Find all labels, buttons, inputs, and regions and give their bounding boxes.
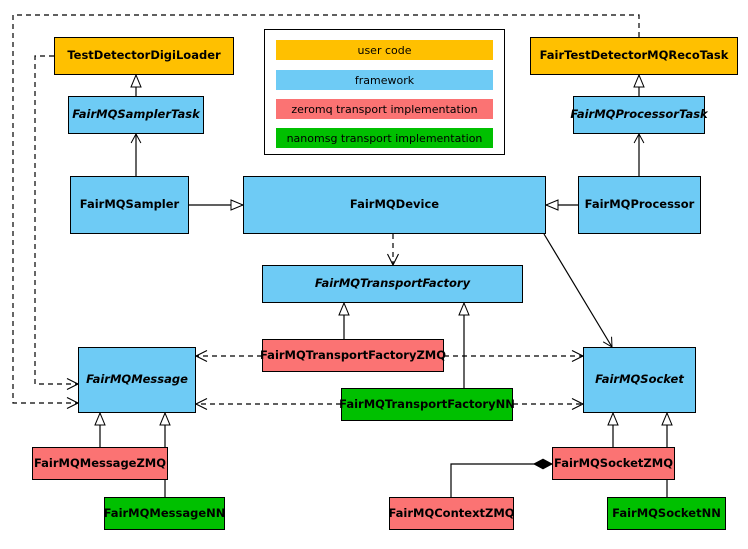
- class-node-fairmqcontextzmq[interactable]: FairMQContextZMQ: [388, 497, 515, 530]
- class-node-fairmqsampler[interactable]: FairMQSampler: [70, 176, 189, 234]
- legend: user code framework zeromq transport imp…: [264, 29, 505, 155]
- class-node-fairmqprocessor[interactable]: FairMQProcessor: [578, 176, 701, 234]
- legend-item-framework: framework: [276, 70, 493, 90]
- edge-device-socket: [543, 233, 612, 347]
- legend-item-zeromq: zeromq transport implementation: [276, 99, 493, 119]
- legend-item-user-code: user code: [276, 40, 493, 60]
- class-node-fairmqsamplertask[interactable]: FairMQSamplerTask: [68, 96, 204, 134]
- edge-digiloader-message: [34, 55, 78, 384]
- class-node-fairmqprocessortask[interactable]: FairMQProcessorTask: [570, 96, 708, 134]
- class-node-fairmqdevice[interactable]: FairMQDevice: [243, 176, 546, 234]
- class-node-fairmqmessagezmq[interactable]: FairMQMessageZMQ: [32, 447, 168, 480]
- class-node-fairtestdetectormqrecotask[interactable]: FairTestDetectorMQRecoTask: [530, 37, 738, 75]
- class-node-fairmqtransportfactorynn[interactable]: FairMQTransportFactoryNN: [339, 388, 515, 421]
- class-node-fairmqtransportfactory[interactable]: FairMQTransportFactory: [262, 265, 523, 303]
- class-node-testdetectordigiloader[interactable]: TestDetectorDigiLoader: [54, 37, 234, 75]
- legend-item-nanomsg: nanomsg transport implementation: [276, 128, 493, 148]
- class-node-fairmqmessage[interactable]: FairMQMessage: [78, 347, 196, 413]
- edge-contextzmq-socketzmq: [450, 464, 552, 497]
- edge-recotask-message: [12, 14, 640, 403]
- class-node-fairmqtransportfactoryzmq[interactable]: FairMQTransportFactoryZMQ: [260, 339, 446, 372]
- class-node-fairmqmessagenn[interactable]: FairMQMessageNN: [104, 497, 225, 530]
- class-node-fairmqsocket[interactable]: FairMQSocket: [583, 347, 696, 413]
- class-node-fairmqsocketzmq[interactable]: FairMQSocketZMQ: [552, 447, 675, 480]
- class-node-fairmqsocketnn[interactable]: FairMQSocketNN: [607, 497, 726, 530]
